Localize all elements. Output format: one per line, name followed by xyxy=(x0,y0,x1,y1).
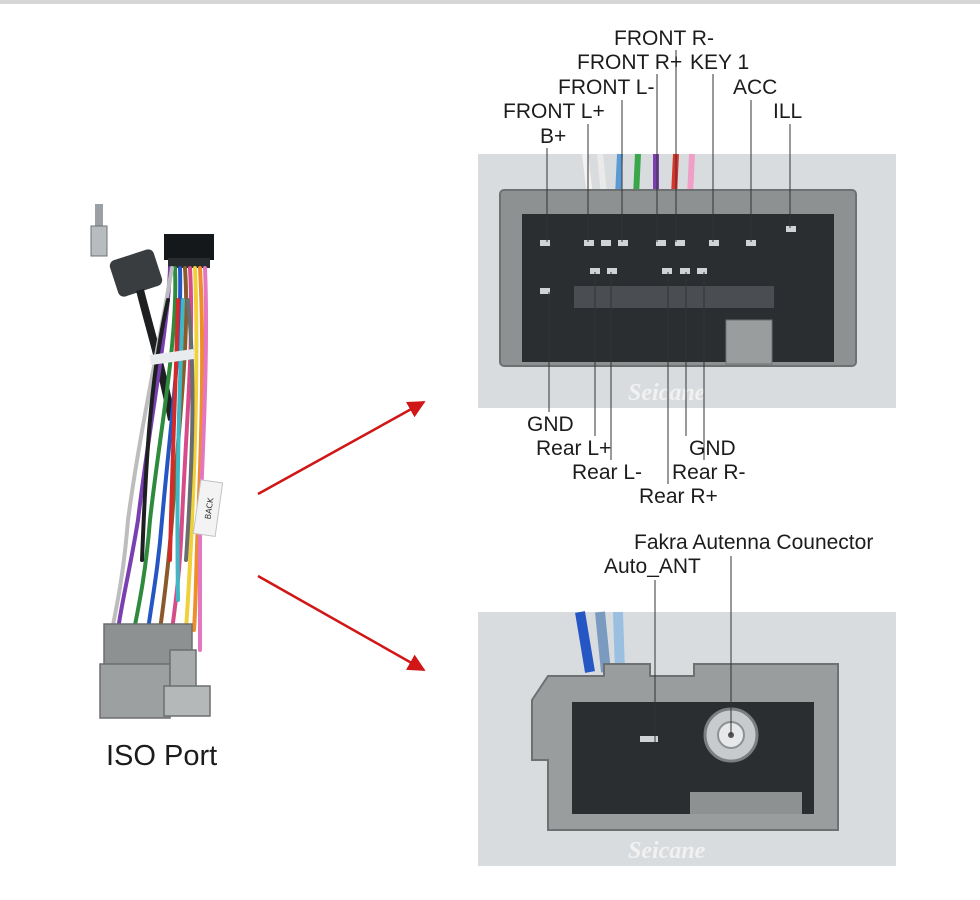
arrow-to-bottom-connector xyxy=(257,574,426,672)
top-brand-watermark: Seicane xyxy=(628,380,706,406)
pin-label-front-l-plus: FRONT L+ xyxy=(503,100,605,123)
bottom-pin-row xyxy=(540,268,707,294)
pin-label-front-l-minus: FRONT L- xyxy=(558,76,655,99)
red-arrows xyxy=(257,400,426,672)
iso-port-caption: ISO Port xyxy=(106,740,218,772)
pin-label-front-r-plus: FRONT R+ xyxy=(577,51,683,74)
pin-label-rear-r-minus: Rear R- xyxy=(672,461,746,484)
pin-label-gnd-right: GND xyxy=(689,437,736,460)
pin-label-rear-l-plus: Rear L+ xyxy=(536,437,612,460)
top-leader-lines xyxy=(546,50,791,484)
svg-text:BACK: BACK xyxy=(203,496,215,519)
bottom-leader-lines xyxy=(654,556,732,742)
wire-tag: BACK xyxy=(192,479,224,537)
pin-label-ill: ILL xyxy=(773,100,803,123)
pin-label-fakra: Fakra Autenna Counector xyxy=(634,531,874,554)
iso-harness-image: BACK xyxy=(90,204,224,719)
pin-label-rear-r-plus: Rear R+ xyxy=(639,485,718,508)
bottom-brand-watermark: Seicane xyxy=(628,838,706,864)
arrow-to-top-connector xyxy=(257,400,426,496)
pin-label-front-r-minus: FRONT R- xyxy=(614,27,714,50)
top-pin-row xyxy=(540,226,796,246)
bottom-connector-photo: Seicane xyxy=(478,611,896,866)
bottom-wires xyxy=(575,611,625,673)
zip-tie xyxy=(149,348,195,366)
top-divider xyxy=(0,0,980,4)
pin-label-gnd-left: GND xyxy=(527,413,574,436)
antenna-plug xyxy=(90,204,176,421)
pin-label-b-plus: B+ xyxy=(540,125,567,148)
pin-label-key1: KEY 1 xyxy=(690,51,750,74)
top-connector-photo: Seicane xyxy=(478,153,896,408)
auto-ant-pin xyxy=(640,736,658,742)
pin-label-acc: ACC xyxy=(733,76,778,99)
pin-label-auto-ant: Auto_ANT xyxy=(604,555,701,578)
pin-label-rear-l-minus: Rear L- xyxy=(572,461,643,484)
header-connector xyxy=(164,234,214,268)
wire-bundle xyxy=(110,266,209,652)
iso-gray-connector xyxy=(99,623,211,719)
